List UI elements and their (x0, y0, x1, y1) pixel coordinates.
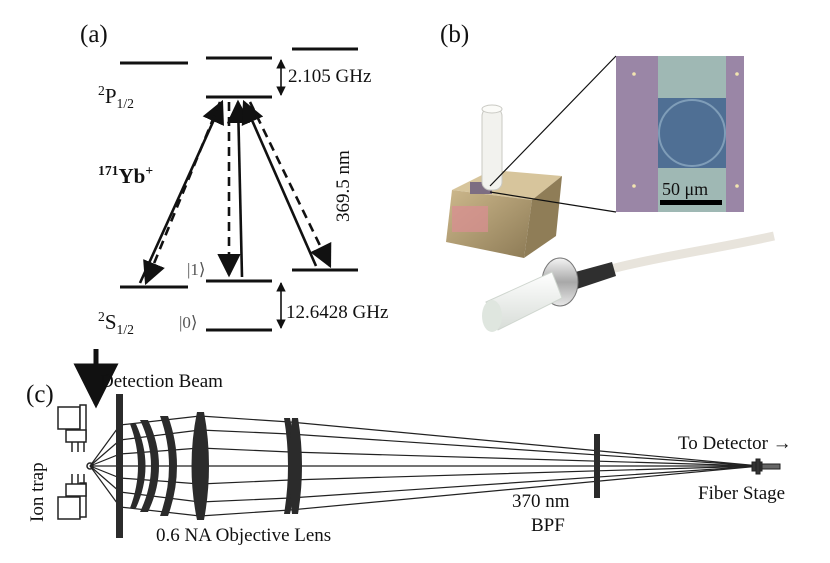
ion-label: 171Yb+ (98, 163, 154, 188)
lens-6 (289, 418, 302, 514)
transition-arrows (138, 59, 332, 329)
p-state-label: 2P1/2 (98, 83, 134, 112)
fiber-stage-label: Fiber Stage (698, 483, 786, 504)
wavelength-label: 369.5 nm (333, 150, 354, 222)
optics-diagram (57, 349, 781, 538)
ray-bundle (89, 415, 761, 517)
arrow-solid-right (241, 99, 318, 267)
bandpass-filter (594, 434, 600, 498)
chip-window (658, 98, 726, 168)
to-detector-label: To Detector → (678, 433, 792, 454)
ion-trap-label: Ion trap (27, 462, 48, 522)
ket-0-label: |0⟩ (179, 313, 198, 332)
p-splitting-label: 2.105 GHz (288, 66, 372, 87)
objective-lenses (116, 394, 600, 538)
arrow-dashed-right (248, 101, 332, 269)
lens-3 (160, 416, 177, 516)
ion-trap (57, 404, 94, 520)
scale-bar (660, 200, 722, 205)
panel-label-b: (b) (440, 21, 470, 48)
trap-photo (446, 55, 775, 332)
gold-mount-side (524, 176, 562, 258)
mount-pink-label (452, 206, 488, 232)
s-state-label: 2S1/2 (98, 309, 134, 338)
arrow-dashed-left (143, 101, 222, 286)
chip-dot-tl (632, 72, 636, 76)
chip-dot-tr (735, 72, 739, 76)
window-plate (116, 394, 123, 538)
energy-level-diagram (120, 47, 358, 332)
arrow-solid-left (138, 99, 224, 284)
lens-4 (191, 412, 209, 520)
fiber-stage (751, 458, 781, 475)
zoom-line-top (489, 55, 617, 187)
arrow-solid-center (226, 99, 251, 278)
filter-label-bottom: BPF (531, 515, 565, 536)
fiber-cable (598, 231, 775, 277)
window-ring (658, 99, 726, 167)
ferrule-end (482, 300, 502, 332)
scale-bar-label: 50 μm (662, 179, 709, 199)
objective-lens-label: 0.6 NA Objective Lens (156, 525, 332, 546)
chip-dot-br (735, 184, 739, 188)
lens-1 (130, 424, 146, 508)
panel-label-c: (c) (26, 381, 54, 408)
ceramic-tube-end (481, 104, 503, 114)
ceramic-tube (481, 107, 503, 191)
zoom-line-bottom (489, 191, 617, 213)
fiber-boot (568, 262, 616, 290)
chip-dot-bl (632, 184, 636, 188)
filter-label-top: 370 nm (512, 491, 570, 512)
s-splitting-label: 12.6428 GHz (286, 302, 389, 323)
panel-label-a: (a) (80, 21, 108, 48)
lens-2 (140, 420, 159, 512)
detection-beam-label: Detection Beam (100, 371, 223, 392)
ket-1-label: |1⟩ (187, 260, 206, 279)
